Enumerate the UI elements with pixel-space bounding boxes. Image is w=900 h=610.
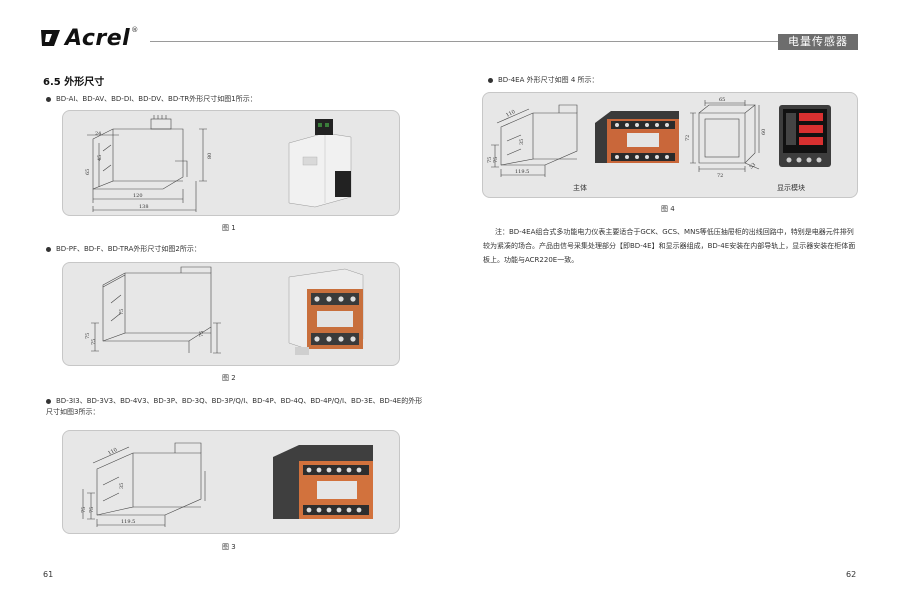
figure-1-panel: 24 45 65 80 120 138 [62,110,400,216]
label-display-module: 显示模块 [777,184,805,192]
dim-label: 72 [717,173,723,179]
bullet-figure-1: BD-AI、BD-AV、BD-DI、BD-DV、BD-TR外形尺寸如图1所示： [46,94,257,105]
brand-logo: Acrel ® [40,26,139,51]
bullet-dot-icon [46,96,51,102]
figure-2-dimension-drawing: 75 75 75 75 [85,266,364,355]
dim-label: 53 [748,162,757,171]
section-title: 6.5 外形尺寸 [43,77,105,88]
figure-4-caption: 图 4 [661,205,675,213]
dim-label: 110 [505,109,516,119]
display-module-photo [779,105,831,167]
dim-label: 75 [493,157,499,163]
dim-label: 80 [207,153,213,159]
note-paragraph: 注：BD-4EA组合式多功能电力仪表主要适合于GCK、GCS、MNS等低压抽屉柜… [483,228,856,264]
bullet-figure-4: BD-4EA 外形尺寸如图 4 所示： [488,75,599,86]
dim-label: 119.5 [121,519,135,525]
dim-label: 65 [85,169,91,175]
dim-label: 35 [519,139,525,145]
dim-label: 45 [97,155,103,161]
figure-4-dimension-drawing: 110 35 75 75 119.5 [487,97,831,179]
header-tag: 电量传感器 [778,34,858,50]
product-photo-3 [273,445,373,519]
label-main-body: 主体 [573,184,587,192]
header-rule [150,41,858,42]
figure-1-caption: 图 1 [222,224,236,232]
figure-4-panel: 110 35 75 75 119.5 [482,92,858,198]
page-number-right: 62 [846,570,857,579]
figure-3-panel: 110 35 75 75 119.5 [62,430,400,534]
product-photo-2 [288,268,364,355]
dim-label: 75 [85,333,91,339]
dim-label: 65 [719,97,725,103]
main-body-photo [595,111,679,163]
dim-label: 119.5 [515,169,529,175]
dim-label: 75 [81,507,87,513]
bullet-figure-2: BD-PF、BD-F、BD-TRA外形尺寸如图2所示： [46,244,201,255]
dim-label: 72 [685,135,691,141]
figure-3-dimension-drawing: 110 35 75 75 119.5 [81,442,373,527]
dim-label: 35 [119,483,125,489]
dim-label: 120 [133,193,143,199]
bullet-dot-icon [488,77,493,83]
dim-label: 60 [761,129,767,135]
product-photo-1 [288,119,352,208]
dim-label: 75 [487,157,493,163]
acrel-logo-icon [41,30,60,46]
page-number-left: 61 [43,570,54,579]
dim-label: 75 [89,507,95,513]
figure-1-dimension-drawing: 24 45 65 80 120 138 [85,115,352,212]
figure-2-panel: 75 75 75 75 [62,262,400,366]
dim-label: 110 [107,447,118,457]
dim-label: 138 [139,204,149,210]
dim-label: 75 [91,339,97,345]
dim-label: 75 [119,309,125,315]
dim-label: 24 [95,131,101,137]
brand-reg-mark: ® [131,26,139,34]
figure-3-caption: 图 3 [222,543,236,551]
bullet-figure-3: BD-3I3、BD-3V3、BD-4V3、BD-3P、BD-3Q、BD-3P/Q… [46,397,423,416]
brand-name: Acrel [65,26,131,51]
figure-2-caption: 图 2 [222,374,236,382]
bullet-dot-icon [46,398,51,404]
dim-label: 75 [199,331,205,337]
bullet-dot-icon [46,246,51,252]
